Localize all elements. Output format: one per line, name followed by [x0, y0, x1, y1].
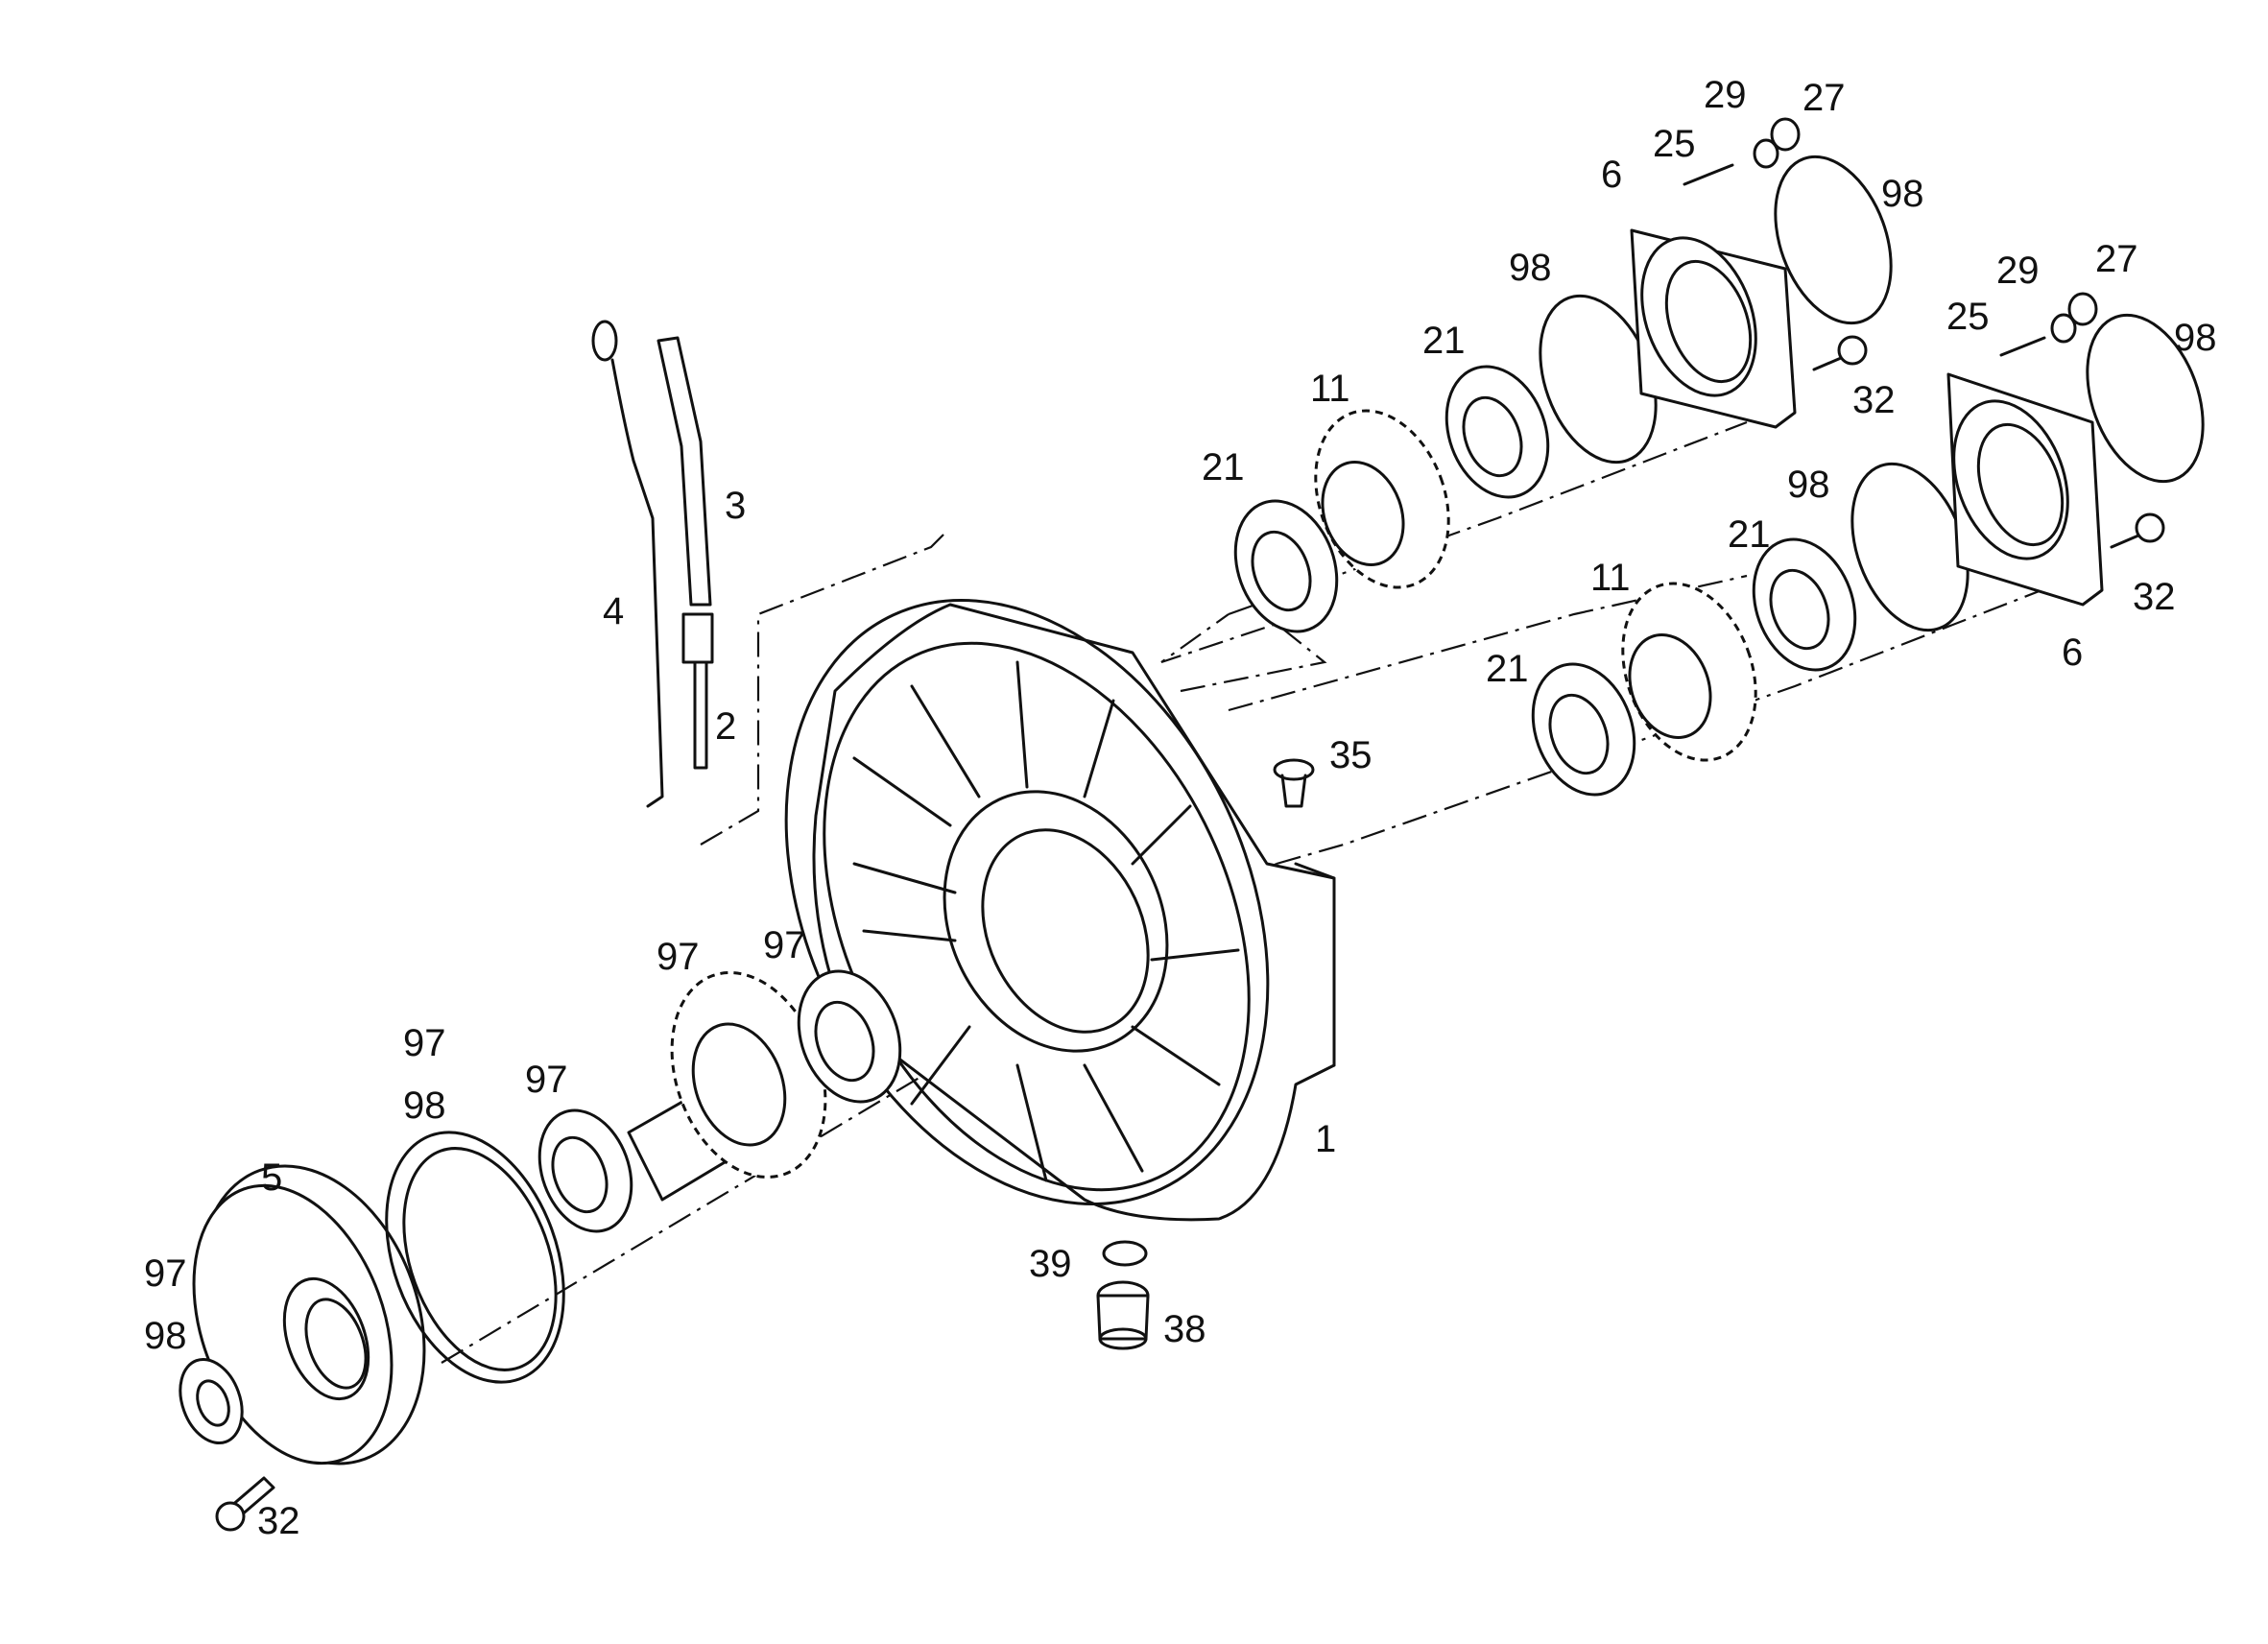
bearing-left-inner — [797, 969, 902, 1104]
label-98-d: 98 — [1881, 173, 1924, 215]
plug-35 — [1273, 758, 1315, 808]
o-ring-left — [385, 1131, 565, 1384]
label-nut-lower: 27 — [2095, 238, 2138, 280]
gear-shaft-left — [627, 970, 827, 1202]
gear-lower — [1621, 582, 1757, 762]
fasteners-upper — [1683, 117, 1868, 371]
label-bearing-upper-front: 21 — [1202, 446, 1245, 488]
label-cover-lower: 6 — [2062, 631, 2083, 674]
label-housing: 1 — [1315, 1118, 1336, 1160]
label-97-d: 97 — [525, 1059, 568, 1101]
label-stud-lower: 25 — [1946, 296, 1990, 338]
label-cover-upper: 6 — [1601, 154, 1622, 196]
label-98-b: 98 — [144, 1315, 187, 1357]
label-98-c: 98 — [1509, 247, 1552, 289]
part-labels: 1 2 3 4 5 6 6 11 11 21 21 21 21 25 25 27… — [144, 74, 2217, 1542]
label-cover-left: 5 — [261, 1156, 282, 1199]
cover-left — [179, 1164, 426, 1532]
bearing-lower-rear — [1752, 537, 1857, 672]
label-plug-38: 38 — [1163, 1308, 1206, 1350]
dipstick-assembly — [591, 320, 714, 808]
label-plug-35: 35 — [1329, 734, 1373, 776]
housing-ribs — [852, 660, 1240, 1182]
label-98-e: 98 — [1787, 464, 1830, 506]
label-nut-upper: 27 — [1802, 77, 1846, 119]
label-stud-upper: 25 — [1653, 123, 1696, 165]
label-gear-upper: 11 — [1310, 368, 1350, 410]
fasteners-lower — [1999, 292, 2165, 549]
label-seal-39: 39 — [1029, 1243, 1072, 1285]
cover-lower — [1946, 372, 2104, 607]
bearing-upper-front — [1233, 499, 1339, 633]
o-ring-upper-2 — [1774, 155, 1893, 325]
label-guide-tube: 3 — [725, 485, 746, 527]
label-bearing-lower-front: 21 — [1486, 648, 1529, 690]
housing — [784, 599, 1336, 1222]
label-bearing-upper-rear: 21 — [1422, 320, 1466, 362]
label-screw-upper: 32 — [1852, 379, 1896, 421]
label-dipstick: 4 — [603, 590, 624, 632]
label-fitting: 2 — [715, 705, 736, 748]
label-97-a: 97 — [657, 936, 700, 978]
o-ring-lower-2 — [2086, 313, 2205, 484]
cover-upper — [1630, 228, 1797, 429]
bearing-lower-front — [1531, 662, 1636, 797]
label-screw-left: 32 — [257, 1500, 300, 1542]
label-washer-upper: 29 — [1704, 74, 1747, 116]
label-97-c: 97 — [403, 1022, 446, 1064]
label-screw-lower: 32 — [2133, 576, 2176, 618]
plug-38 — [1096, 1280, 1150, 1350]
label-gear-lower: 11 — [1590, 557, 1631, 599]
label-97-b: 97 — [763, 924, 806, 966]
label-bearing-lower-rear: 21 — [1728, 513, 1771, 556]
bearing-left-outer — [537, 1108, 633, 1233]
gear-upper — [1314, 409, 1450, 589]
seal-39 — [1102, 1240, 1148, 1267]
label-98-a: 98 — [403, 1084, 446, 1127]
label-washer-lower: 29 — [1996, 250, 2040, 292]
bearing-upper-rear — [1444, 365, 1550, 499]
label-97-e: 97 — [144, 1252, 187, 1295]
label-98-f: 98 — [2174, 317, 2217, 359]
